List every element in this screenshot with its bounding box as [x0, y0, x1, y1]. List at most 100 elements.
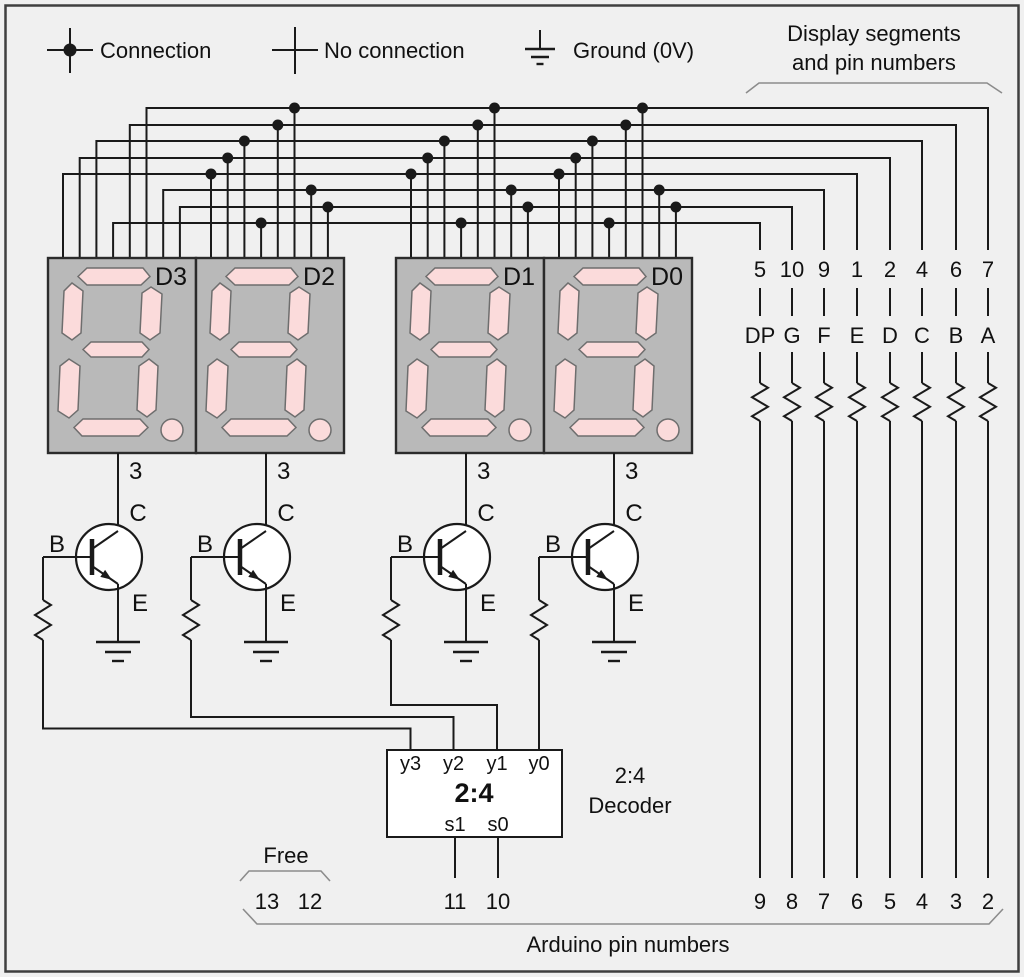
segment-resistor	[782, 382, 802, 422]
segment-letter: A	[981, 323, 996, 348]
display-label: D2	[303, 263, 335, 291]
segment-d	[220, 418, 298, 437]
emitter-label: E	[280, 590, 296, 617]
connection-dot	[272, 119, 284, 131]
segment-f	[557, 282, 580, 341]
segment-bus-line-C	[95, 140, 923, 258]
legend-connection-label: Connection	[100, 38, 211, 63]
display-pin-number: 4	[916, 257, 928, 282]
connection-dot	[505, 184, 517, 196]
common-pin-label: 3	[477, 458, 490, 485]
collector-arm	[439, 530, 467, 550]
arduino-pin-number: 8	[786, 889, 798, 914]
segment-letter: D	[882, 323, 898, 348]
connection-dot	[205, 168, 217, 180]
collector-arm	[587, 530, 615, 550]
base-label: B	[197, 531, 213, 558]
decimal-point	[656, 418, 680, 442]
decoder-output-label-y0: y0	[528, 753, 549, 775]
connection-dot	[305, 184, 317, 196]
decoder-side-label-line2: Decoder	[588, 793, 671, 818]
connection-dot	[489, 102, 500, 114]
segment-letter: B	[949, 323, 964, 348]
common-pin-label: 3	[277, 458, 290, 485]
connection-dot	[586, 135, 598, 147]
segment-a	[224, 267, 300, 286]
segment-resistor	[946, 382, 966, 422]
arduino-pin-number: 7	[818, 889, 830, 914]
base-label: B	[545, 531, 561, 558]
segment-c	[484, 358, 507, 418]
segment-letter: C	[914, 323, 930, 348]
base-resistor	[381, 599, 401, 641]
emitter-arrow	[100, 569, 112, 580]
connection-dot	[63, 43, 77, 57]
display-segments-bracket	[745, 82, 1003, 94]
legend-no-connection-label: No connection	[324, 38, 465, 63]
decoder-output-label-y3: y3	[400, 753, 421, 775]
segment-g	[577, 341, 647, 358]
free-heading: Free	[263, 843, 308, 868]
segment-resistor	[978, 382, 998, 422]
base-label: B	[49, 531, 65, 558]
segment-letter: E	[850, 323, 865, 348]
arduino-pin-number: 5	[884, 889, 896, 914]
segment-d	[420, 418, 498, 437]
connection-dot	[522, 201, 534, 213]
connection-dot	[653, 184, 665, 196]
display-pin-number: 10	[780, 257, 804, 282]
connection-dot	[637, 102, 648, 114]
arduino-pin-number: 3	[950, 889, 962, 914]
segment-e	[405, 358, 429, 419]
connection-dot	[422, 152, 434, 164]
segment-resistor	[847, 382, 867, 422]
legend-ground-label: Ground (0V)	[573, 38, 694, 63]
decoder-box	[386, 749, 563, 838]
display-label: D1	[503, 263, 535, 291]
emitter-arrow	[596, 569, 608, 580]
segment-b	[287, 286, 311, 341]
display-pin-number: 2	[884, 257, 896, 282]
emitter-label: E	[628, 590, 644, 617]
decimal-point	[508, 418, 532, 442]
free-pin-12: 12	[298, 889, 322, 914]
decoder-pin-number: 11	[444, 889, 467, 914]
segment-c	[284, 358, 307, 418]
free-bracket	[239, 870, 331, 882]
connection-dot	[570, 152, 582, 164]
segment-e	[553, 358, 577, 419]
connection-dot	[603, 217, 615, 229]
segment-bus-line-DP	[112, 222, 761, 258]
collector-label: C	[625, 500, 642, 527]
display-pin-number: 1	[851, 257, 863, 282]
common-pin-label: 3	[625, 458, 638, 485]
emitter-arrow	[448, 569, 460, 580]
arduino-pin-number: 6	[851, 889, 863, 914]
segment-d	[568, 418, 646, 437]
segment-bus-line-A	[145, 107, 989, 258]
segment-f	[61, 282, 84, 341]
display-pin-number: 6	[950, 257, 962, 282]
decoder-side-label-line1: 2:4	[615, 763, 646, 788]
emitter-arrow	[248, 569, 260, 580]
display-label: D0	[651, 263, 683, 291]
arduino-bracket	[242, 908, 1004, 925]
segment-e	[57, 358, 81, 419]
segment-e	[205, 358, 229, 419]
segment-a	[76, 267, 152, 286]
connection-dot	[322, 201, 334, 213]
arduino-pin-number: 2	[982, 889, 994, 914]
free-pin-13: 13	[255, 889, 279, 914]
decimal-point	[160, 418, 184, 442]
display-label: D3	[155, 263, 187, 291]
emitter-label: E	[132, 590, 148, 617]
collector-arm	[239, 530, 267, 550]
segment-bus-line-E	[62, 173, 858, 258]
emitter-label: E	[480, 590, 496, 617]
decoder-route	[42, 640, 412, 750]
arduino-pins-heading: Arduino pin numbers	[526, 932, 729, 957]
display-pin-number: 7	[982, 257, 994, 282]
segment-c	[632, 358, 655, 418]
